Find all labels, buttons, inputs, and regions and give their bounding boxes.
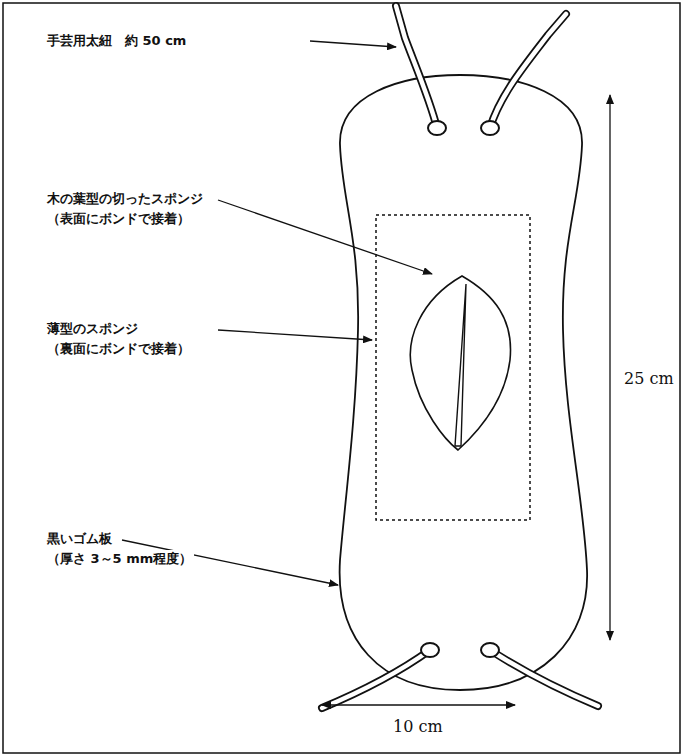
part-label: 木の葉型の切ったスポンジ — [45, 190, 205, 208]
part-note: （裏面にボンドで接着） — [45, 340, 192, 358]
slit — [455, 284, 466, 446]
part-label: 薄型のスポンジ — [45, 320, 140, 338]
part-label: 黒いゴム板 — [45, 530, 114, 548]
thin-sponge — [376, 215, 530, 520]
leader-lines — [122, 41, 432, 585]
part-note: （表面にボンドで接着） — [45, 210, 192, 228]
rubber-plate — [340, 75, 588, 690]
dimension-lines — [322, 95, 610, 705]
part-label: 手芸用太紐 約 50 cm — [45, 32, 188, 50]
leaf-sponge — [410, 276, 510, 450]
part-note: （厚さ 3～5 mm程度） — [45, 550, 194, 568]
holes — [421, 121, 499, 657]
dimension: 25 cm — [622, 370, 676, 388]
cords — [322, 6, 598, 708]
frame — [3, 3, 680, 753]
dimension: 10 cm — [391, 718, 445, 736]
